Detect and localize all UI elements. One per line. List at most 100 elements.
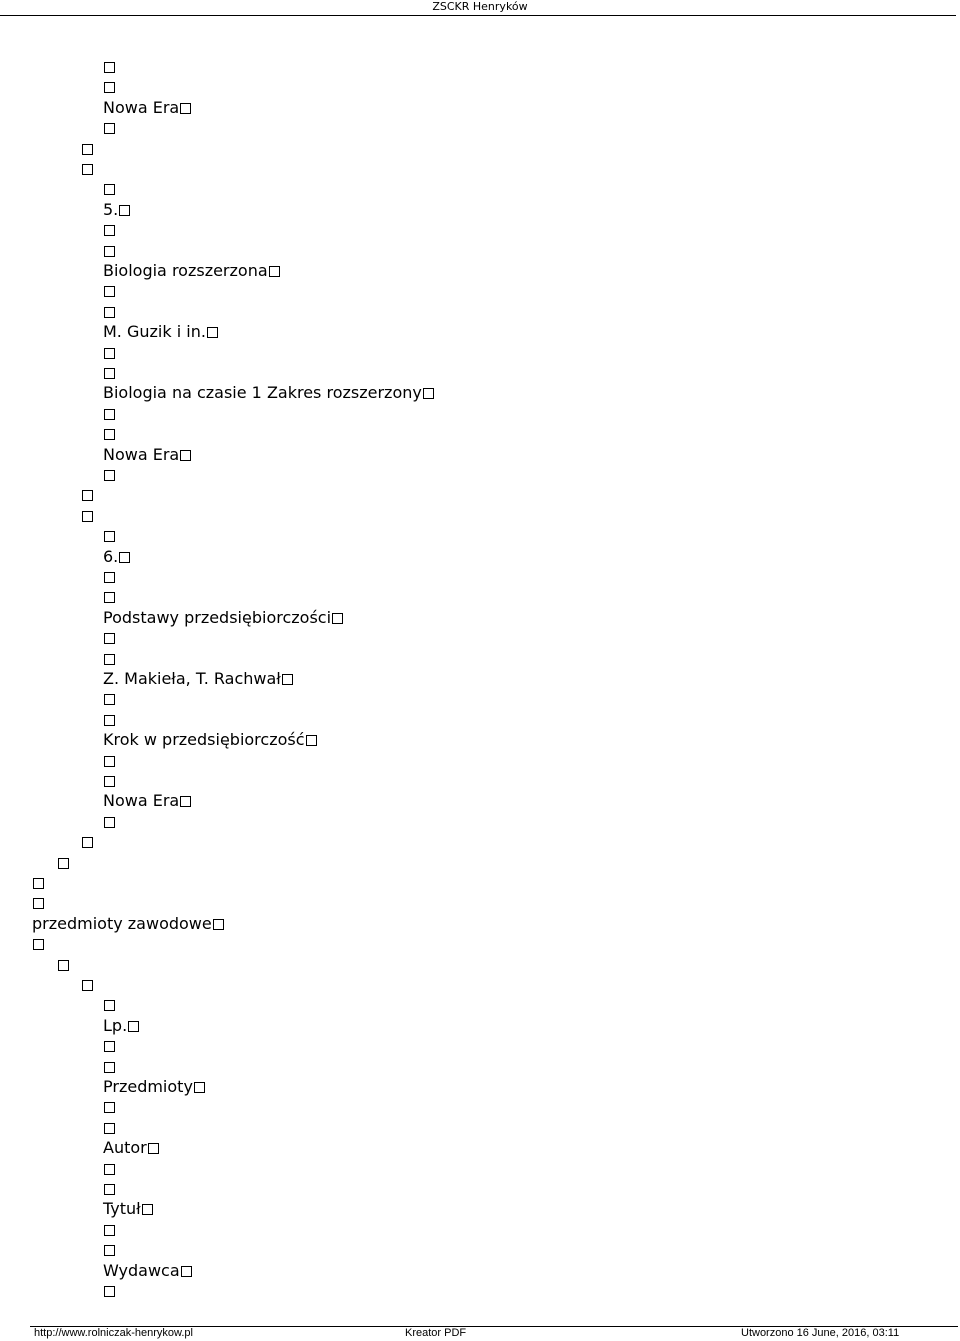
missing-glyph-box-icon [104,123,115,134]
empty-line [103,404,115,424]
footer-generator: Kreator PDF [405,1327,467,1339]
empty-line [103,649,115,669]
missing-glyph-box-icon [206,327,218,338]
empty-line [103,771,115,791]
page-header-title: ZSCKR Henryków [432,0,528,13]
empty-line [103,57,115,77]
missing-glyph-box-icon [104,82,115,93]
empty-line [103,1240,115,1260]
empty-line [32,873,44,893]
empty-line [57,955,69,975]
document-line: Krok w przedsiębiorczość [103,730,317,750]
missing-glyph-box-icon [104,1102,115,1113]
empty-line [103,363,115,383]
missing-glyph-box-icon [104,1225,115,1236]
line-text: Biologia rozszerzona [103,261,268,280]
missing-glyph-box-icon [104,1164,115,1175]
footer-url-link[interactable]: http://www.rolniczak-henrykow.pl [34,1327,193,1339]
empty-line [103,710,115,730]
document-line: Nowa Era [103,98,192,118]
document-line: Tytuł [103,1199,153,1219]
missing-glyph-box-icon [141,1204,153,1215]
empty-line [103,995,115,1015]
document-line: Lp. [103,1016,140,1036]
missing-glyph-box-icon [119,205,131,216]
missing-glyph-box-icon [104,409,115,420]
empty-line [103,1159,115,1179]
missing-glyph-box-icon [104,1123,115,1134]
line-text: Nowa Era [103,791,180,810]
missing-glyph-box-icon [104,817,115,828]
missing-glyph-box-icon [332,613,344,624]
document-line: Biologia rozszerzona [103,261,280,281]
missing-glyph-box-icon [82,837,93,848]
line-text: Podstawy przedsiębiorczości [103,608,332,627]
empty-line [103,343,115,363]
line-text: 6. [103,547,119,566]
document-line: Wydawca [103,1261,192,1281]
missing-glyph-box-icon [147,1143,159,1154]
empty-line [103,1036,115,1056]
empty-line [103,526,115,546]
missing-glyph-box-icon [180,450,192,461]
empty-line [103,241,115,261]
empty-line [103,220,115,240]
empty-line [103,1179,115,1199]
missing-glyph-box-icon [33,878,44,889]
missing-glyph-box-icon [128,1021,140,1032]
line-text: Przedmioty [103,1077,193,1096]
document-line: Autor [103,1138,159,1158]
empty-line [32,934,44,954]
missing-glyph-box-icon [104,531,115,542]
missing-glyph-box-icon [305,735,317,746]
document-line: Podstawy przedsiębiorczości [103,608,344,628]
empty-line [103,302,115,322]
missing-glyph-box-icon [104,1286,115,1297]
empty-line [81,139,93,159]
line-text: Nowa Era [103,98,180,117]
missing-glyph-box-icon [82,980,93,991]
missing-glyph-box-icon [104,1041,115,1052]
document-line: 5. [103,200,131,220]
empty-line [103,1118,115,1138]
missing-glyph-box-icon [104,776,115,787]
missing-glyph-box-icon [268,266,280,277]
missing-glyph-box-icon [104,694,115,705]
missing-glyph-box-icon [104,572,115,583]
missing-glyph-box-icon [104,368,115,379]
missing-glyph-box-icon [104,429,115,440]
empty-line [103,1057,115,1077]
empty-line [81,485,93,505]
empty-line [103,689,115,709]
document-line: Z. Makieła, T. Rachwał [103,669,293,689]
missing-glyph-box-icon [104,1184,115,1195]
missing-glyph-box-icon [82,144,93,155]
missing-glyph-box-icon [33,939,44,950]
missing-glyph-box-icon [104,184,115,195]
missing-glyph-box-icon [104,246,115,257]
page-header: ZSCKR Henryków [0,0,960,16]
line-text: Autor [103,1138,147,1157]
line-text: Tytuł [103,1199,141,1218]
empty-line [81,832,93,852]
document-line: Przedmioty [103,1077,205,1097]
missing-glyph-box-icon [82,511,93,522]
missing-glyph-box-icon [180,796,192,807]
empty-line [103,1281,115,1301]
page-footer: http://www.rolniczak-henrykow.pl Kreator… [0,1320,960,1341]
empty-line [103,1097,115,1117]
missing-glyph-box-icon [104,286,115,297]
empty-line [103,179,115,199]
document-line: Nowa Era [103,445,192,465]
empty-line [32,893,44,913]
empty-line [103,1220,115,1240]
line-text: M. Guzik i in. [103,322,206,341]
missing-glyph-box-icon [104,307,115,318]
missing-glyph-box-icon [104,756,115,767]
line-text: przedmioty zawodowe [32,914,212,933]
empty-line [103,587,115,607]
document-line: przedmioty zawodowe [32,914,224,934]
document-line: Nowa Era [103,791,192,811]
missing-glyph-box-icon [33,898,44,909]
missing-glyph-box-icon [58,858,69,869]
